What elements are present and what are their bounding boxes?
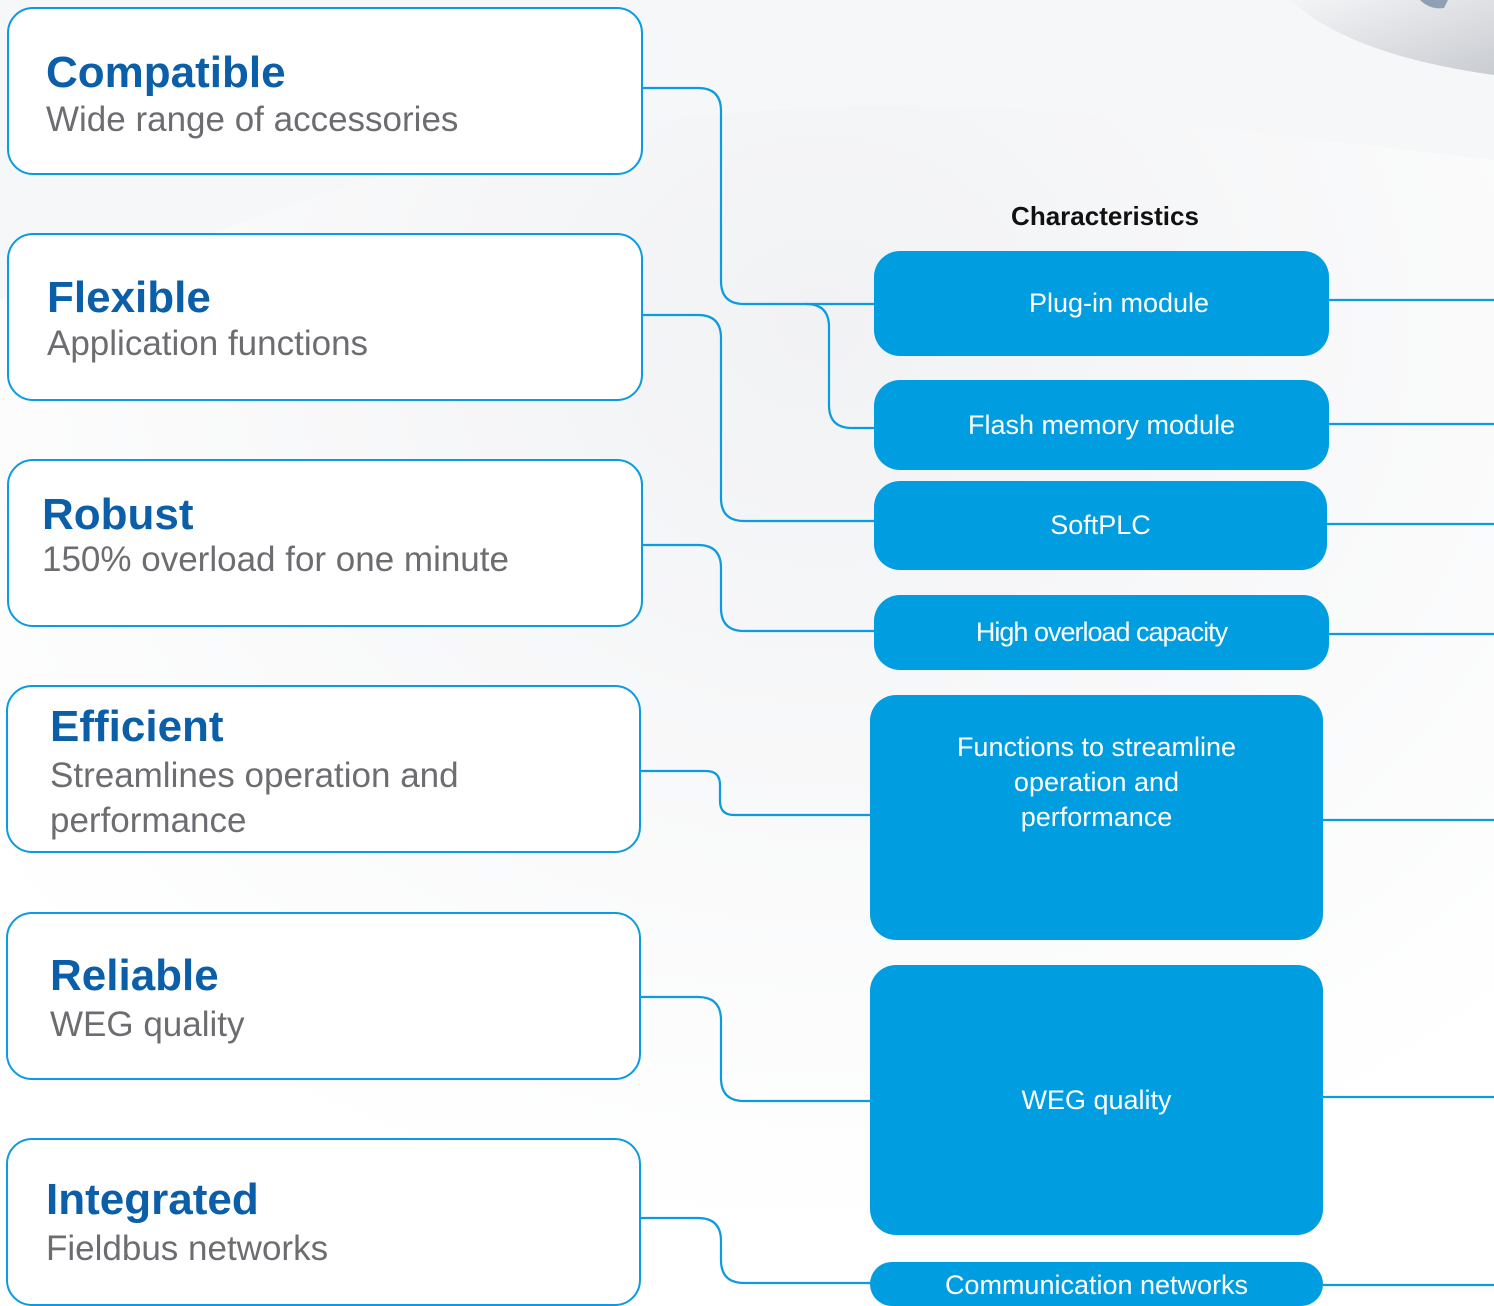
benefit-title: Robust	[42, 490, 194, 539]
characteristic-weg-quality: WEG quality	[870, 965, 1323, 1235]
benefit-title: Reliable	[50, 951, 219, 1000]
characteristic-streamline-functions: Functions to streamline operation and pe…	[870, 695, 1323, 940]
benefit-title: Efficient	[50, 702, 224, 751]
benefit-compatible: Compatible Wide range of accessories	[7, 7, 643, 175]
benefit-integrated: Integrated Fieldbus networks	[6, 1138, 641, 1306]
benefit-title: Flexible	[47, 273, 211, 322]
benefit-description: 150% overload for one minute	[42, 540, 509, 579]
benefit-description: Wide range of accessories	[46, 100, 459, 139]
characteristic-flash-memory-module: Flash memory module	[874, 380, 1329, 470]
benefit-efficient: Efficient Streamlines operation and perf…	[6, 685, 641, 853]
benefit-flexible: Flexible Application functions	[7, 233, 643, 401]
characteristics-heading: Characteristics	[1011, 201, 1199, 231]
benefit-description: Fieldbus networks	[46, 1229, 329, 1268]
benefit-description: Streamlines operation and performance	[50, 756, 459, 840]
characteristic-softplc: SoftPLC	[874, 481, 1327, 570]
benefit-description: WEG quality	[50, 1005, 245, 1044]
benefit-reliable: Reliable WEG quality	[6, 912, 641, 1080]
benefit-description: Application functions	[47, 324, 369, 363]
benefit-robust: Robust 150% overload for one minute	[7, 459, 643, 627]
characteristic-high-overload-capacity: High overload capacity	[874, 595, 1329, 670]
benefit-title: Compatible	[46, 48, 286, 97]
characteristic-plug-in-module: Plug-in module	[874, 251, 1329, 356]
characteristic-communication-networks: Communication networks	[870, 1262, 1323, 1306]
benefit-title: Integrated	[46, 1175, 259, 1224]
